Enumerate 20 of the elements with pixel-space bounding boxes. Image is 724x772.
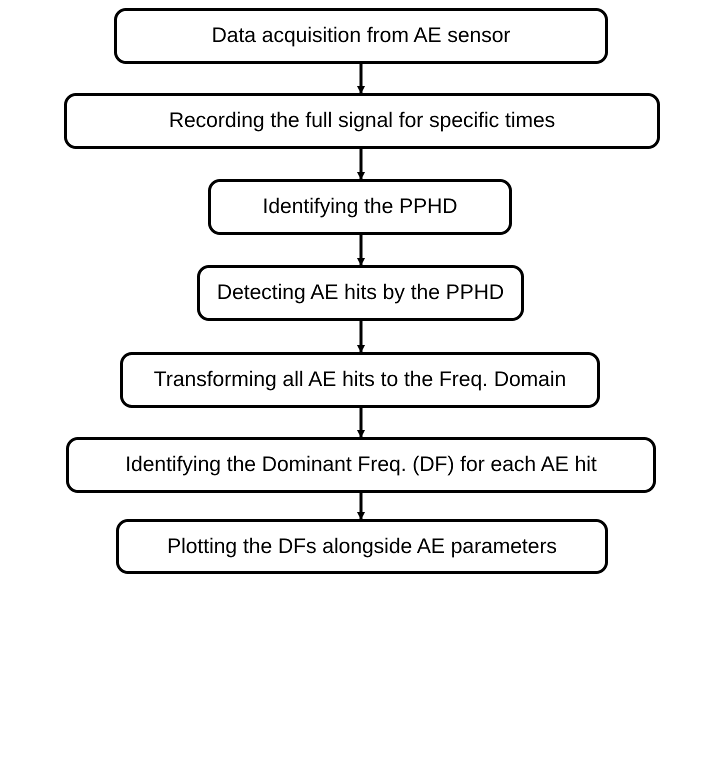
arrow bbox=[357, 149, 365, 180]
box-text: Detecting AE hits by the PPHD bbox=[216, 280, 504, 306]
process-box bbox=[197, 265, 524, 321]
box-text: Transforming all AE hits to the Freq. Domain bbox=[154, 367, 566, 394]
process-box bbox=[114, 8, 608, 64]
process-box bbox=[64, 93, 660, 149]
box-text: Identifying the Dominant Freq. (DF) for each AE hit bbox=[125, 452, 597, 478]
box-text: Plotting the DFs alongside AE parameters bbox=[167, 534, 557, 560]
box-text: Recording the full signal for specific times bbox=[168, 108, 556, 134]
arrow bbox=[357, 321, 365, 353]
process-box bbox=[208, 179, 512, 235]
process-box bbox=[120, 352, 600, 408]
box-text: Data acquisition from AE sensor bbox=[212, 23, 510, 50]
arrow bbox=[357, 408, 365, 438]
arrow bbox=[357, 235, 365, 266]
arrow bbox=[357, 64, 365, 94]
arrow bbox=[357, 493, 365, 520]
box-text: Identifying the PPHD bbox=[262, 194, 458, 220]
process-box bbox=[116, 519, 608, 574]
process-box bbox=[66, 437, 656, 493]
